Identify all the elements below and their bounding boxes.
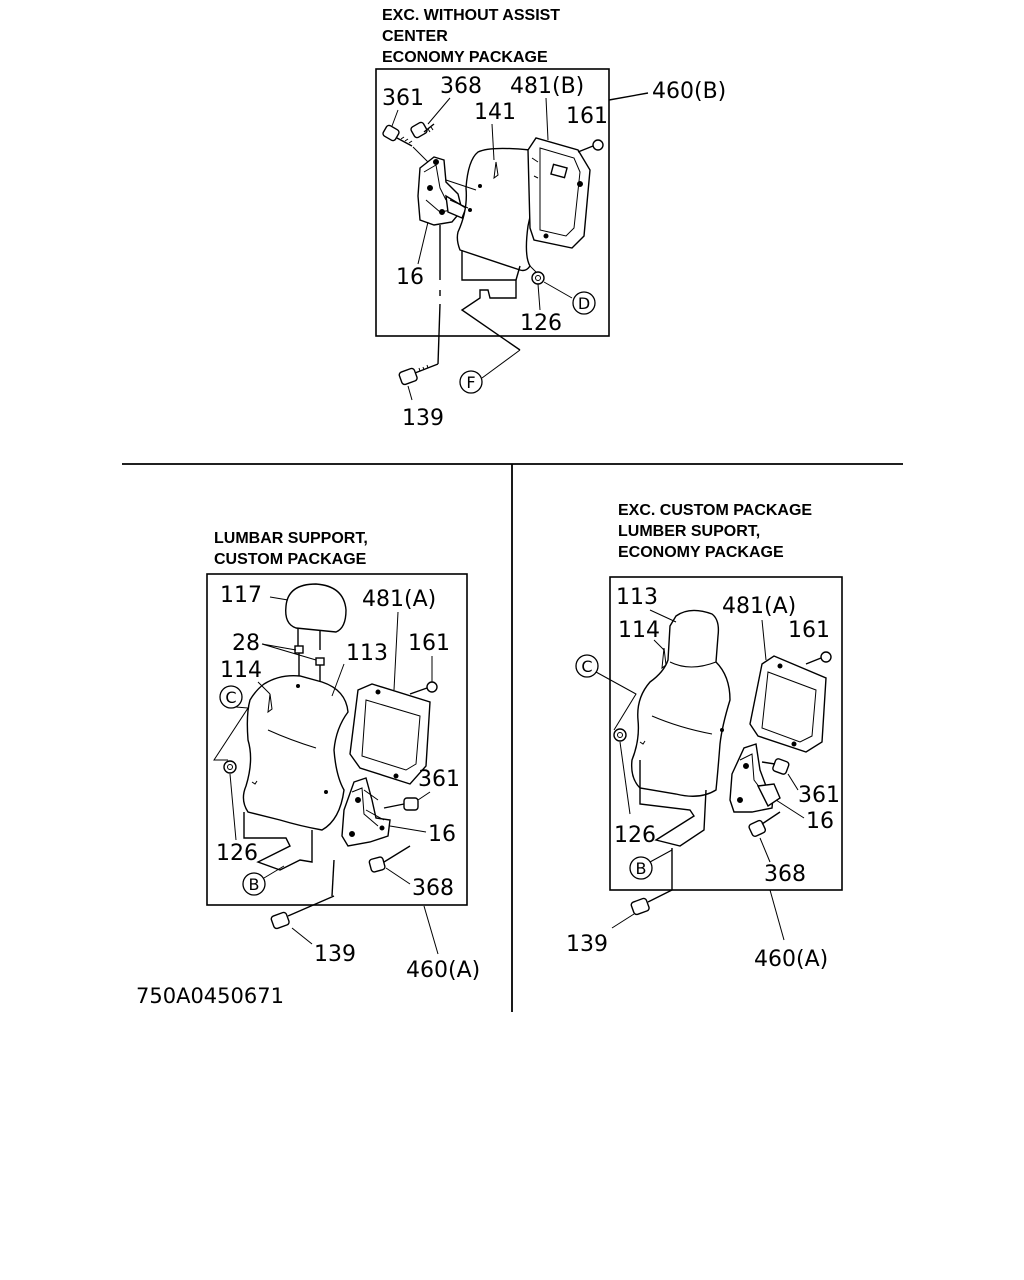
seat-back-frame <box>749 655 827 753</box>
left-label-113: 113 <box>346 641 388 666</box>
seat-back-cushion <box>630 609 731 797</box>
right-label-16: 16 <box>806 809 834 834</box>
bolt-icon <box>382 124 413 147</box>
left-label-361: 361 <box>418 767 460 792</box>
left-caption-line-1: LUMBAR SUPPORT, <box>214 530 368 547</box>
callout-d <box>572 291 596 315</box>
top-label-361: 361 <box>382 86 424 111</box>
left-label-126: 126 <box>216 841 258 866</box>
top-label-481b: 481(B) <box>510 74 584 99</box>
left-assembly-box <box>206 573 468 906</box>
nut-icon <box>531 271 545 285</box>
callout-b-text: B <box>249 875 260 894</box>
left-label-460a: 460(A) <box>406 958 480 983</box>
right-label-368: 368 <box>764 862 806 887</box>
bolt-icon <box>630 889 673 916</box>
callout-b <box>242 872 266 896</box>
callout-c <box>219 685 243 709</box>
top-caption-line-1: EXC. WITHOUT ASSIST <box>382 7 560 24</box>
nut-icon <box>223 760 237 774</box>
drawing-code: 750A0450671 <box>136 984 284 1008</box>
seat-bracket <box>341 777 391 847</box>
seat-back-cushion <box>456 147 540 272</box>
bolt-icon <box>761 758 790 775</box>
seat-back-frame <box>349 683 431 785</box>
right-caption-line-1: EXC. CUSTOM PACKAGE <box>618 502 812 519</box>
top-label-16: 16 <box>396 265 424 290</box>
panel-top: EXC. WITHOUT ASSIST CENTER ECONOMY PACKA… <box>375 7 726 431</box>
nut-icon <box>613 728 627 742</box>
left-label-16: 16 <box>428 822 456 847</box>
headrest <box>285 583 347 650</box>
callout-c <box>575 654 599 678</box>
callout-b <box>629 856 653 880</box>
left-label-114: 114 <box>220 658 262 683</box>
seat-back-cushion <box>242 674 349 831</box>
callout-b-text: B <box>636 859 647 878</box>
screw-icon <box>409 681 438 695</box>
left-label-161: 161 <box>408 631 450 656</box>
top-caption-line-2: CENTER <box>382 28 448 45</box>
screw-icon <box>805 651 832 665</box>
seat-bracket <box>417 156 467 226</box>
bolt-icon <box>270 895 335 930</box>
bolt-icon <box>748 811 781 838</box>
callout-c-text: C <box>581 657 592 676</box>
screw-icon <box>577 139 604 153</box>
top-label-460b: 460(B) <box>652 79 726 104</box>
bolt-icon <box>398 363 439 386</box>
right-label-113: 113 <box>616 585 658 610</box>
left-label-28: 28 <box>232 631 260 656</box>
seat-back-frame <box>527 137 591 249</box>
break-line <box>460 250 521 351</box>
left-label-117: 117 <box>220 583 262 608</box>
bolt-icon <box>410 121 435 139</box>
right-label-361: 361 <box>798 783 840 808</box>
right-caption-line-3: ECONOMY PACKAGE <box>618 544 784 561</box>
top-label-141: 141 <box>474 100 516 125</box>
callout-c-text: C <box>225 688 236 707</box>
break-line <box>243 812 313 871</box>
left-label-368: 368 <box>412 876 454 901</box>
top-label-161: 161 <box>566 104 608 129</box>
left-label-139: 139 <box>314 942 356 967</box>
top-assembly-box <box>375 68 610 337</box>
right-label-139: 139 <box>566 932 608 957</box>
right-label-460a: 460(A) <box>754 947 828 972</box>
panel-left: LUMBAR SUPPORT, CUSTOM PACKAGE 117 28 <box>206 530 480 983</box>
top-label-126: 126 <box>520 311 562 336</box>
bolt-icon <box>368 845 411 873</box>
right-label-114: 114 <box>618 618 660 643</box>
callout-d-text: D <box>578 294 590 313</box>
callout-f-text: F <box>466 373 475 392</box>
break-line <box>639 760 707 847</box>
left-caption-line-2: CUSTOM PACKAGE <box>214 551 367 568</box>
panel-right: EXC. CUSTOM PACKAGE LUMBER SUPORT, ECONO… <box>566 502 843 972</box>
left-label-481a: 481(A) <box>362 587 436 612</box>
right-label-161: 161 <box>788 618 830 643</box>
bolt-icon <box>383 797 419 811</box>
right-label-126: 126 <box>614 823 656 848</box>
seat-bracket <box>729 743 781 813</box>
right-assembly-box <box>609 576 843 891</box>
top-label-368: 368 <box>440 74 482 99</box>
top-label-139: 139 <box>402 406 444 431</box>
callout-f <box>459 370 483 394</box>
right-label-481a: 481(A) <box>722 594 796 619</box>
right-caption-line-2: LUMBER SUPORT, <box>618 523 760 540</box>
top-caption-line-3: ECONOMY PACKAGE <box>382 49 548 66</box>
